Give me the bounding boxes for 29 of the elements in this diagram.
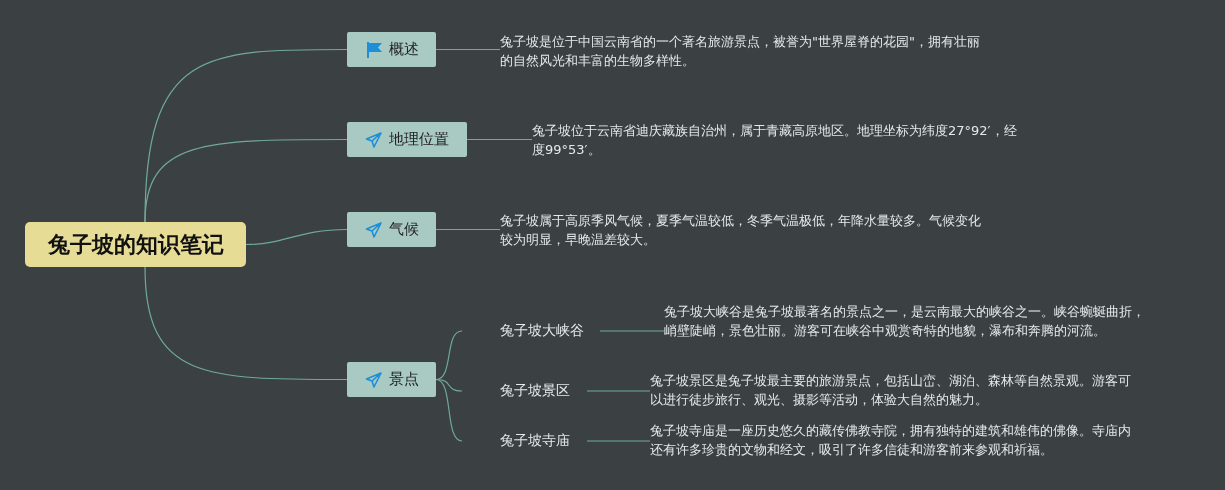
connector (599, 330, 665, 332)
topic-label: 地理位置 (389, 130, 449, 149)
topic-box (347, 122, 467, 157)
subtopic-label: 兔子坡寺庙 (462, 430, 587, 452)
subtopic-label: 兔子坡景区 (462, 380, 587, 402)
note-text: 兔子坡景区是兔子坡最主要的旅游景点，包括山峦、湖泊、森林等自然景观。游客可以进行徒步旅行、观光、摄影等活动，体验大自然的魅力。 (650, 371, 1142, 411)
connector (435, 228, 501, 231)
topic-label: 概述 (388, 40, 419, 59)
topic-label: 气候 (388, 220, 419, 239)
connector (435, 48, 501, 51)
connector (586, 440, 651, 442)
topic-box (347, 32, 436, 67)
note-text: 兔子坡属于高原季风气候，夏季气温较低，冬季气温极低，年降水量较多。气候变化较为明显，早晚温差较大。 (500, 211, 988, 251)
connector (144, 266, 348, 381)
note-text: 兔子坡是位于中国云南省的一个著名旅游景点，被誉为"世界屋脊的花园"，拥有壮丽的自然风光和丰富的生物多样性。 (500, 32, 990, 72)
central-topic: 兔子坡的知识笔记 (25, 222, 246, 267)
connector (435, 378, 463, 442)
connector (144, 138, 348, 223)
connector (245, 228, 348, 246)
topic-box (347, 362, 436, 397)
connector (435, 330, 463, 381)
connector (586, 390, 651, 392)
topic-box (347, 212, 436, 247)
subtopic-label: 兔子坡大峡谷 (462, 320, 600, 342)
connector (466, 138, 533, 141)
note-text: 兔子坡寺庙是一座历史悠久的藏传佛教寺院，拥有独特的建筑和雄伟的佛像。寺庙内还有许多珍贵的文物和经文，吸引了许多信徒和游客前来参观和祈福。 (650, 421, 1142, 461)
topic-label: 景点 (388, 370, 419, 389)
note-text: 兔子坡位于云南省迪庆藏族自治州，属于青藏高原地区。地理坐标为纬度27°92′，经度99°53′。 (532, 121, 1022, 161)
note-text: 兔子坡大峡谷是兔子坡最著名的景点之一，是云南最大的峡谷之一。峡谷蜿蜒曲折，峭壁陡峭，景色壮丽。游客可在峡谷中观赏奇特的地貌，瀑布和奔腾的河流。 (664, 302, 1156, 361)
